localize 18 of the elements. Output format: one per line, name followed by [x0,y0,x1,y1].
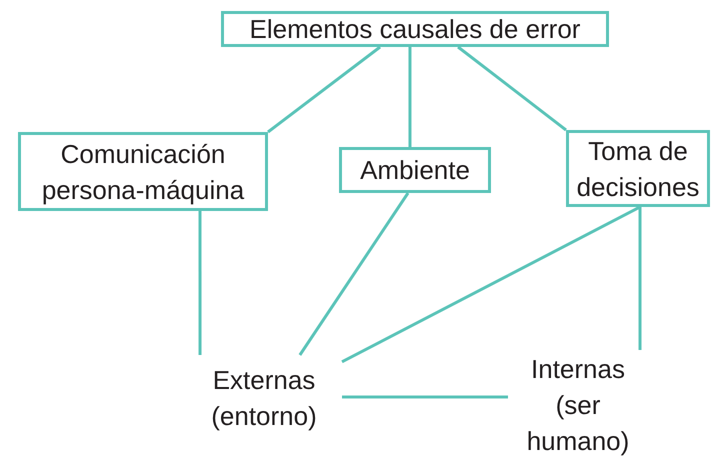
category-label: Internas (ser humano) [526,353,630,458]
box-label: Ambiente [360,155,470,185]
box-label: Toma de decisiones [576,134,700,204]
connector-line [638,207,642,350]
connector-line [198,211,202,355]
category-box [18,132,268,211]
connector-line [342,395,508,398]
box-label: Comunicación persona-máquina [40,138,246,206]
category-label: Externas (entorno) [210,364,318,432]
category-box [566,130,710,207]
connector-line [408,47,412,147]
box-label: Elementos causales de error [250,14,580,44]
category-box [221,11,609,47]
connector-line [457,46,567,132]
category-box [339,147,491,193]
connector-line [267,46,381,134]
connector-line [341,206,641,364]
connector-line [298,192,410,356]
